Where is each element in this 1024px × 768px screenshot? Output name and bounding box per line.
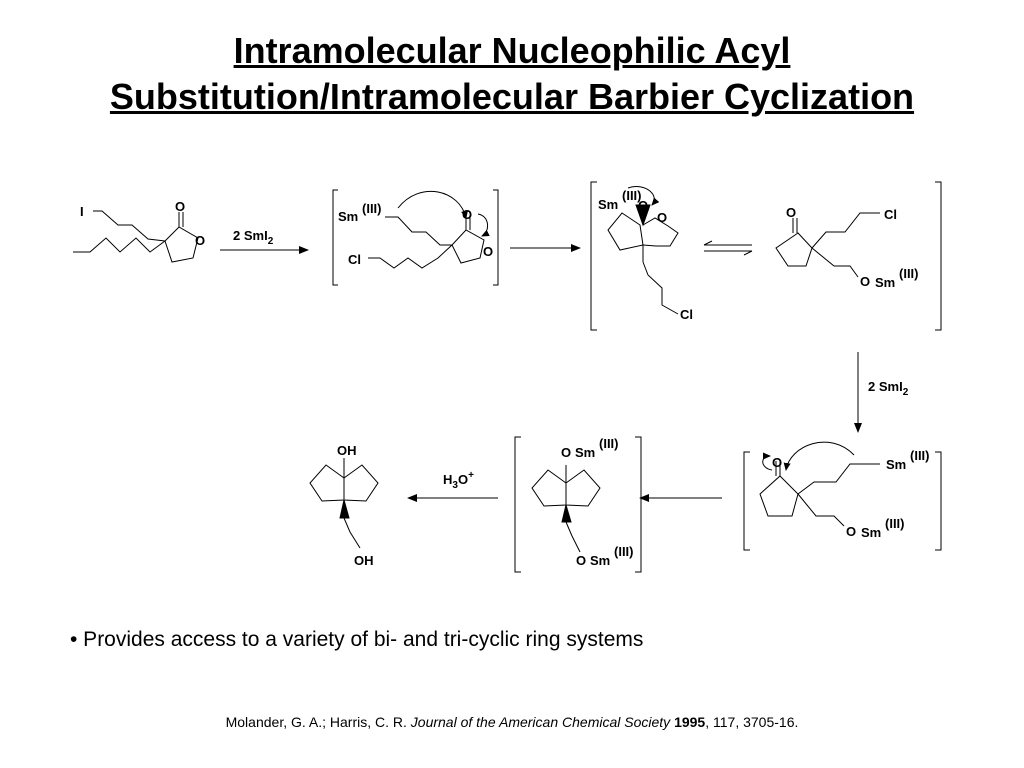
samarium-oxidation-state: (III) [599, 436, 619, 451]
iodine-label: I [80, 204, 84, 219]
acid-h: H [443, 472, 452, 487]
samarium-oxidation-state: (III) [614, 544, 634, 559]
samarium-label: Sm [338, 209, 358, 224]
samarium-label: Sm [875, 275, 895, 290]
oxygen-label: O [561, 445, 571, 460]
oxygen-label: O [576, 553, 586, 568]
reagent-text: 2 SmI [233, 228, 268, 243]
reference-citation: Molander, G. A.; Harris, C. R. Journal o… [0, 714, 1024, 730]
acid-charge: + [468, 470, 474, 481]
samarium-label: Sm [590, 553, 610, 568]
hydroxyl-label: OH [337, 443, 357, 458]
bracket-intermediate-1 [332, 189, 499, 286]
samarium-oxidation-state: (III) [910, 448, 930, 463]
title-line-1: Intramolecular Nucleophilic Acyl [233, 30, 791, 71]
oxygen-label: O [860, 274, 870, 289]
hydroxyl-label: OH [354, 553, 374, 568]
acid-subscript: 3 [452, 480, 458, 491]
acid-o: O [458, 472, 468, 487]
bullet-point: • Provides access to a variety of bi- an… [70, 628, 644, 651]
bracket-intermediate-2 [590, 181, 942, 331]
samarium-oxidation-state: (III) [362, 201, 382, 216]
reference-journal: Journal of the American Chemical Society [410, 714, 671, 730]
oxygen-label: O [175, 199, 185, 214]
title-line-2: Substitution/Intramolecular Barbier Cycl… [109, 76, 915, 117]
samarium-label: Sm [886, 457, 906, 472]
acid-reagent-label: H3O+ [443, 470, 474, 491]
oxygen-label: O [462, 207, 472, 222]
oxygen-label: O [846, 524, 856, 539]
iodo-lactone-starting-material [73, 210, 199, 263]
samarium-oxidation-state: (III) [885, 516, 905, 531]
chlorine-label: Cl [680, 307, 693, 322]
samarium-label: Sm [598, 197, 618, 212]
oxygen-label: O [638, 198, 648, 213]
reagent-label: 2 SmI2 [233, 228, 274, 247]
samarium-oxidation-state: (III) [622, 188, 642, 203]
samarium-oxidation-state: (III) [899, 266, 919, 281]
reagent-label: 2 SmI2 [868, 379, 909, 398]
bracket-intermediate-3 [743, 441, 942, 551]
reference-authors: Molander, G. A.; Harris, C. R. [225, 714, 411, 730]
oxygen-label: O [195, 233, 205, 248]
chlorine-label: Cl [348, 252, 361, 267]
bracket-intermediate-4 [514, 436, 642, 573]
bicyclic-diol-product [309, 458, 379, 549]
reference-volume-pages: , 117, 3705-16. [705, 714, 799, 730]
reagent-text: 2 SmI [868, 379, 903, 394]
reference-year: 1995 [674, 714, 706, 730]
slide-title: Intramolecular Nucleophilic Acyl Substit… [0, 28, 1024, 120]
oxygen-label: O [657, 210, 667, 225]
samarium-label: Sm [575, 445, 595, 460]
reagent-subscript: 2 [903, 387, 909, 398]
oxygen-label: O [772, 455, 782, 470]
oxygen-label: O [786, 205, 796, 220]
reagent-subscript: 2 [268, 236, 274, 247]
chlorine-label: Cl [884, 207, 897, 222]
samarium-label: Sm [861, 525, 881, 540]
oxygen-label: O [483, 244, 493, 259]
